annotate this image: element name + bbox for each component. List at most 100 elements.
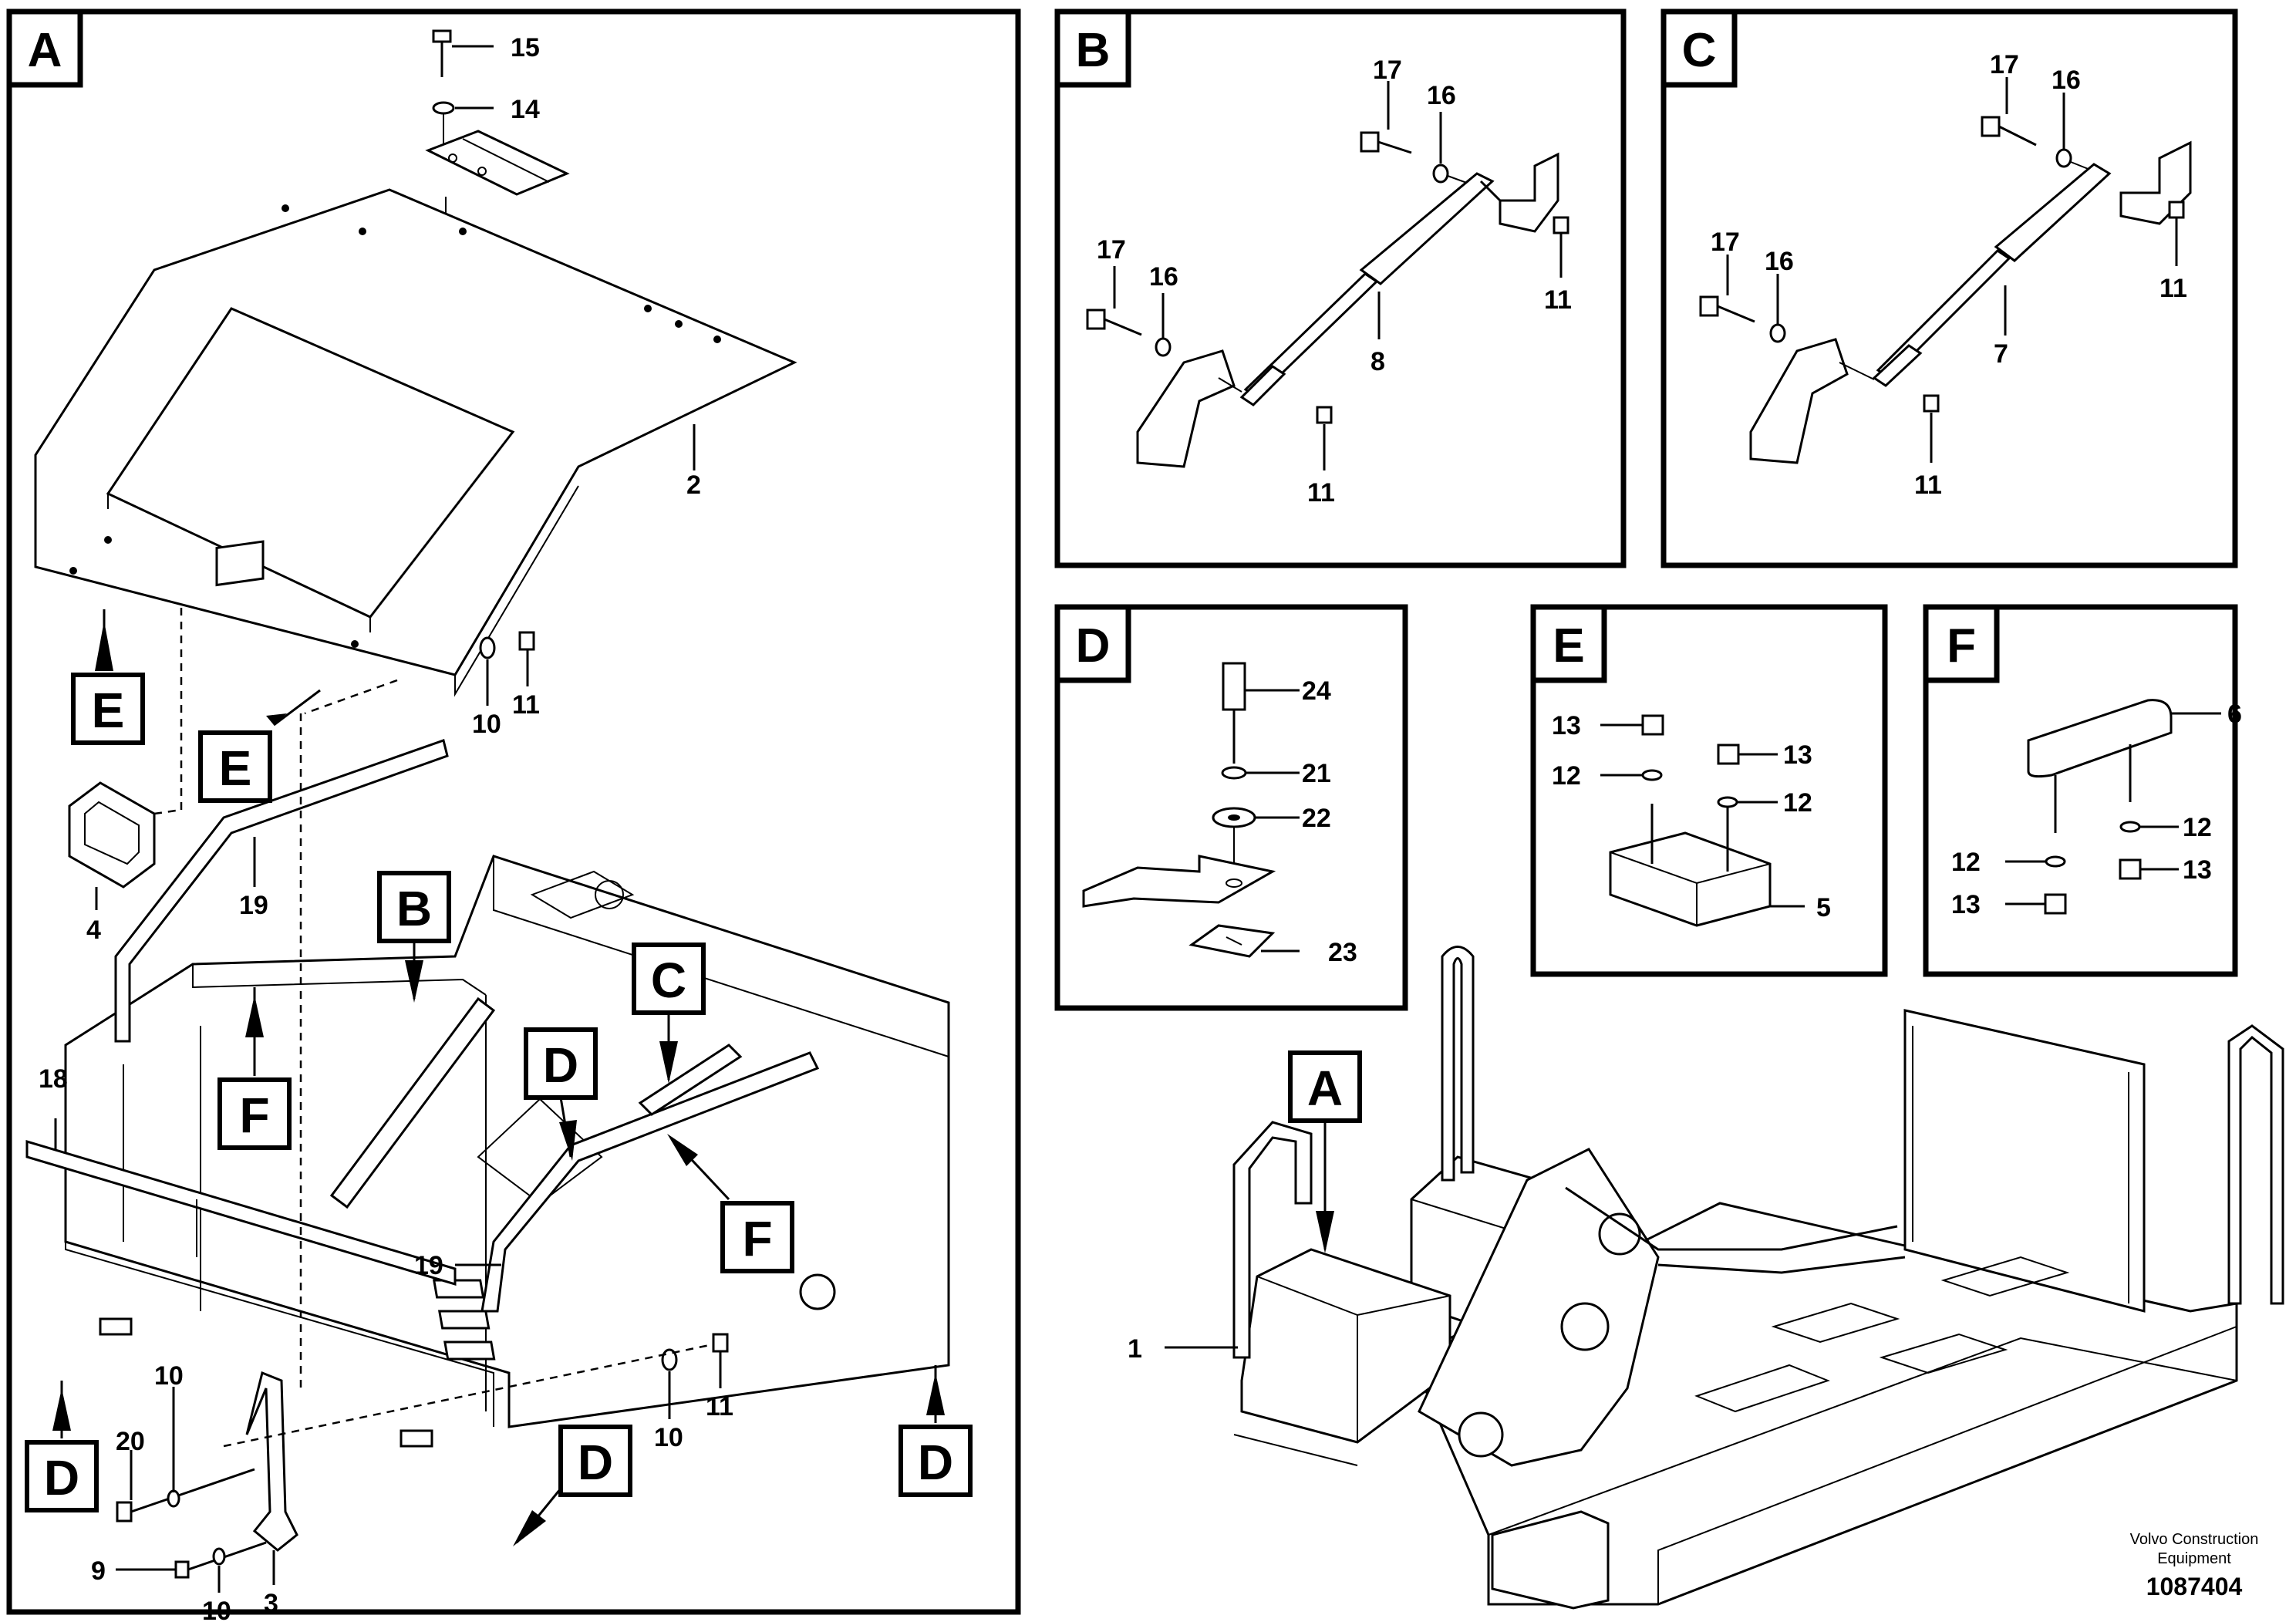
block-5 (1609, 831, 1772, 927)
svg-text:15: 15 (511, 33, 540, 62)
svg-text:10: 10 (472, 710, 501, 739)
svg-text:D: D (918, 1435, 953, 1490)
svg-text:16: 16 (1149, 262, 1178, 292)
panel-d-drawing: 24 21 22 23 (1082, 662, 1357, 967)
bolt-15 (432, 29, 452, 77)
panel-e-drawing: 13 12 13 12 5 (1552, 711, 1831, 927)
svg-text:F: F (742, 1211, 772, 1266)
washer-16-upper (1432, 164, 1449, 184)
bracket-lower (1136, 349, 1236, 468)
handle-19-lower (480, 1051, 820, 1313)
svg-text:20: 20 (116, 1427, 145, 1456)
view-tag-f2: F (667, 1134, 794, 1273)
nut-11-upper (1553, 216, 1569, 234)
svg-text:12: 12 (2183, 813, 2212, 842)
washer-12-left-f (2045, 855, 2066, 868)
view-tag-f1: F (217, 987, 292, 1150)
bolt-17-lower (1086, 309, 1106, 330)
svg-text:10: 10 (154, 1361, 184, 1391)
panel-c-frame (1660, 8, 2238, 568)
svg-text:6: 6 (2227, 700, 2242, 729)
svg-text:13: 13 (1951, 890, 1981, 919)
svg-text:8: 8 (1371, 347, 1385, 376)
washer-14 (432, 101, 455, 115)
credit-block: Volvo Construction Equipment 1087404 (2130, 1531, 2259, 1600)
view-tag-d2: D (25, 1381, 99, 1512)
panel-a-leaders (54, 45, 722, 1593)
plate (1082, 855, 1276, 908)
svg-text:23: 23 (1328, 938, 1357, 967)
svg-text:21: 21 (1302, 759, 1331, 788)
nut-13-right-f (2119, 858, 2142, 880)
washer-10 (479, 636, 496, 659)
svg-text:17: 17 (1990, 50, 2019, 79)
view-tag-d3: D (513, 1425, 632, 1546)
svg-text:11: 11 (1544, 285, 1572, 315)
washer-16-upper-c (2055, 148, 2072, 168)
svg-text:A: A (1307, 1061, 1343, 1116)
panel-b-frame (1054, 8, 1627, 568)
svg-text:Volvo Construction: Volvo Construction (2130, 1531, 2259, 1548)
panel-b-drawing: 17 16 17 16 11 8 11 (1086, 56, 1572, 508)
svg-text:19: 19 (414, 1251, 443, 1280)
nut-11-lower-c (1923, 394, 1940, 413)
nut-11-upper-c (2168, 201, 2185, 219)
panel-c-drawing: 17 16 17 16 11 7 11 (1699, 50, 2192, 500)
panel-a-callouts: 15 14 2 10 11 4 19 18 19 10 20 10 11 9 1… (39, 33, 733, 1622)
svg-text:19: 19 (239, 891, 268, 920)
latch-part-3 (245, 1371, 298, 1552)
handle-19-upper (114, 739, 449, 1043)
svg-text:C: C (651, 953, 686, 1008)
nut-13-right (1717, 744, 1740, 765)
svg-text:16: 16 (1427, 81, 1456, 110)
svg-text:C: C (1682, 24, 1717, 77)
view-tag-e1: E (71, 609, 145, 745)
nut-11 (518, 631, 535, 651)
screw-9 (174, 1560, 190, 1579)
svg-text:18: 18 (39, 1064, 68, 1094)
svg-text:1: 1 (1128, 1334, 1142, 1364)
svg-text:D: D (1076, 619, 1111, 673)
nut-13-left-f (2044, 893, 2067, 915)
handle-6 (2027, 699, 2173, 778)
svg-text:Equipment: Equipment (2157, 1550, 2231, 1567)
svg-text:11: 11 (1307, 478, 1335, 508)
svg-text:13: 13 (1783, 740, 1812, 770)
svg-text:17: 17 (1711, 228, 1740, 257)
svg-text:14: 14 (511, 95, 540, 124)
svg-text:13: 13 (2183, 855, 2212, 885)
svg-text:D: D (543, 1037, 578, 1093)
gas-spring-inside-c (638, 1044, 743, 1116)
washer-12-right (1717, 796, 1738, 808)
svg-text:12: 12 (1951, 848, 1981, 877)
svg-text:12: 12 (1783, 788, 1812, 818)
svg-text:D: D (578, 1435, 613, 1490)
svg-text:B: B (1076, 24, 1111, 77)
panel-label-a: A (6, 8, 83, 88)
panel-a-frame (6, 8, 1021, 1615)
view-tag-b1: B (377, 871, 451, 1003)
svg-text:1087404: 1087404 (2146, 1573, 2243, 1600)
rod-18 (25, 1139, 457, 1286)
svg-text:11: 11 (512, 690, 540, 720)
panel-e-frame (1530, 604, 1888, 977)
panel-label-b: B (1054, 8, 1131, 88)
svg-text:B: B (396, 881, 432, 936)
bolt-17-upper (1360, 131, 1380, 153)
hinge (425, 130, 570, 196)
svg-text:22: 22 (1302, 804, 1331, 833)
svg-text:F: F (1947, 619, 1976, 673)
svg-text:D: D (44, 1450, 79, 1506)
svg-text:10: 10 (654, 1423, 683, 1452)
view-tag-c1: C (632, 943, 706, 1084)
panel-d-frame (1054, 604, 1408, 1011)
bolt-17-upper-c (1981, 116, 2001, 137)
svg-text:11: 11 (2159, 274, 2187, 303)
svg-text:17: 17 (1097, 235, 1126, 265)
bolt-24 (1222, 662, 1246, 711)
svg-text:12: 12 (1552, 761, 1581, 791)
box-body (64, 855, 950, 1428)
svg-text:E: E (1553, 619, 1584, 673)
svg-text:10: 10 (202, 1597, 231, 1622)
